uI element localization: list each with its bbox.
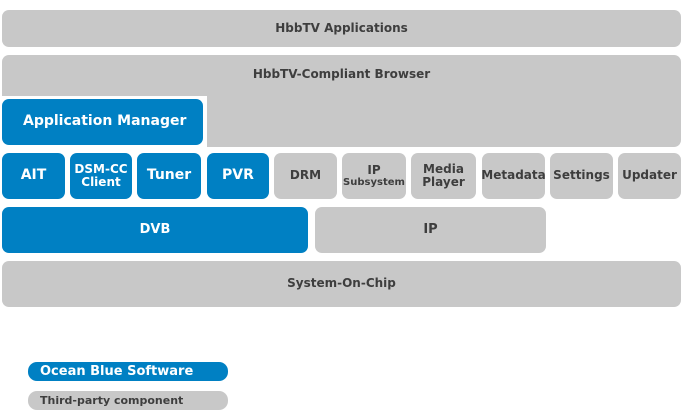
ip-block: IP <box>315 207 546 253</box>
media-player-line1: Media <box>423 161 464 176</box>
tuner-block: Tuner <box>137 153 201 199</box>
ip-subsystem-block: IP Subsystem <box>342 153 406 199</box>
dsmcc-client-block: DSM-CC Client <box>70 153 132 199</box>
media-player-line2: Player <box>422 175 465 189</box>
dvb-block: DVB <box>2 207 308 253</box>
ip-subsystem-line1: IP <box>367 162 381 177</box>
updater-block: Updater <box>618 153 681 199</box>
legend-ocean-blue: Ocean Blue Software <box>28 362 228 381</box>
drm-block: DRM <box>274 153 337 199</box>
pvr-block: PVR <box>207 153 269 199</box>
ip-subsystem-line2: Subsystem <box>343 177 405 189</box>
dsmcc-line2: Client <box>81 175 121 189</box>
legend-third-party: Third-party component <box>28 391 228 410</box>
dsmcc-line1: DSM-CC <box>74 161 128 176</box>
system-on-chip-block: System-On-Chip <box>2 261 681 307</box>
metadata-block: Metadata <box>481 153 546 199</box>
media-player-block: Media Player <box>411 153 476 199</box>
settings-block: Settings <box>550 153 613 199</box>
hbbtv-applications-block: HbbTV Applications <box>2 10 681 47</box>
application-manager-block: Application Manager <box>2 99 203 145</box>
ait-block: AIT <box>2 153 65 199</box>
